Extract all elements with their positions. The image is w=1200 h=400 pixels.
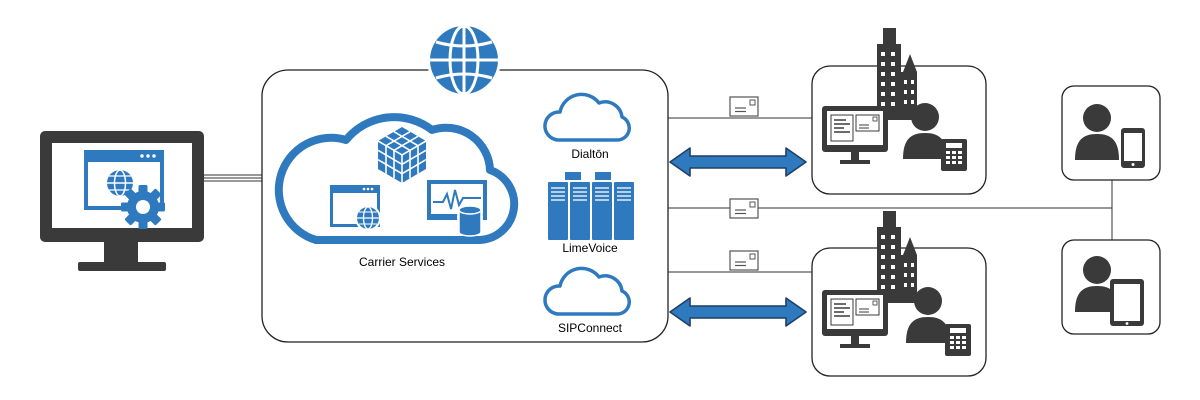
remote-user-box <box>1061 85 1161 181</box>
envelope-icon <box>729 198 759 219</box>
bidirectional-arrow-icon <box>669 147 807 177</box>
envelope-icon <box>729 250 759 271</box>
envelope-icon <box>729 96 759 117</box>
globe-icon <box>355 205 381 231</box>
database-icon <box>457 200 483 237</box>
limevoice-label: LimeVoice <box>562 241 618 255</box>
carrier-services-label: Carrier Services <box>359 255 445 269</box>
desk-phone-icon <box>945 324 971 356</box>
sipconnect-label: SIPConnect <box>558 321 623 335</box>
activity-monitor-icon <box>427 180 487 220</box>
globe-icon <box>107 169 133 197</box>
gear-icon <box>121 185 165 229</box>
dialton-label: Dialtōn <box>571 147 608 161</box>
internet-globe-icon <box>427 23 501 97</box>
bidirectional-arrow-icon <box>669 297 807 327</box>
desk-phone-icon <box>941 139 967 171</box>
server-rack-icon <box>547 172 635 241</box>
tablet-icon <box>1110 279 1144 326</box>
office-building-icon <box>877 211 917 303</box>
cube-grid-icon <box>377 127 427 183</box>
smartphone-icon <box>1121 128 1145 168</box>
